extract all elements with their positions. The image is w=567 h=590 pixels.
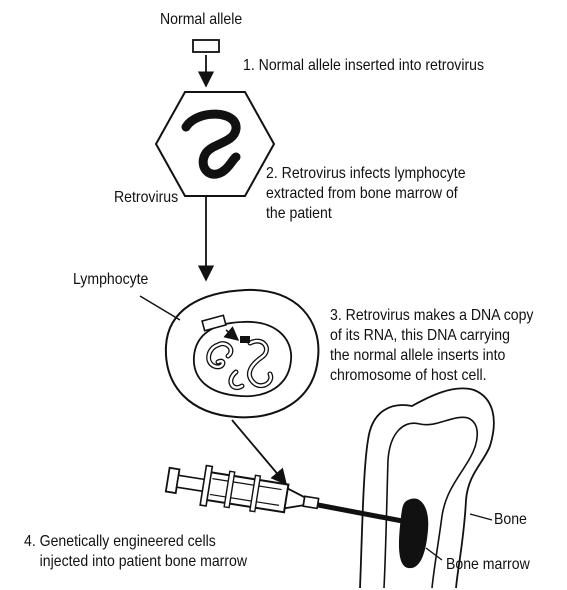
step-3-text: 3. Retrovirus makes a DNA copy of its RN… <box>330 306 533 386</box>
step-4-text: 4. Genetically engineered cells injected… <box>24 532 247 572</box>
bone-label: Bone <box>494 510 527 530</box>
bone-marrow-label: Bone marrow <box>446 555 530 575</box>
lymphocyte-leader <box>140 296 180 320</box>
step-2-text: 2. Retrovirus infects lymphocyte extract… <box>266 164 466 224</box>
allele-in-chromosome <box>240 336 250 343</box>
normal-allele-label: Normal allele <box>160 10 242 30</box>
arrow-lymphocyte-to-syringe <box>232 420 286 484</box>
lymphocyte-label: Lymphocyte <box>73 270 148 290</box>
bone-marrow-leader <box>426 548 442 560</box>
syringe <box>165 460 321 523</box>
bone-leader <box>470 514 492 520</box>
bone-marrow <box>399 498 428 568</box>
step-1-text: 1. Normal allele inserted into retroviru… <box>243 56 484 76</box>
normal-allele-box <box>193 40 219 52</box>
retrovirus-label: Retrovirus <box>114 188 178 208</box>
